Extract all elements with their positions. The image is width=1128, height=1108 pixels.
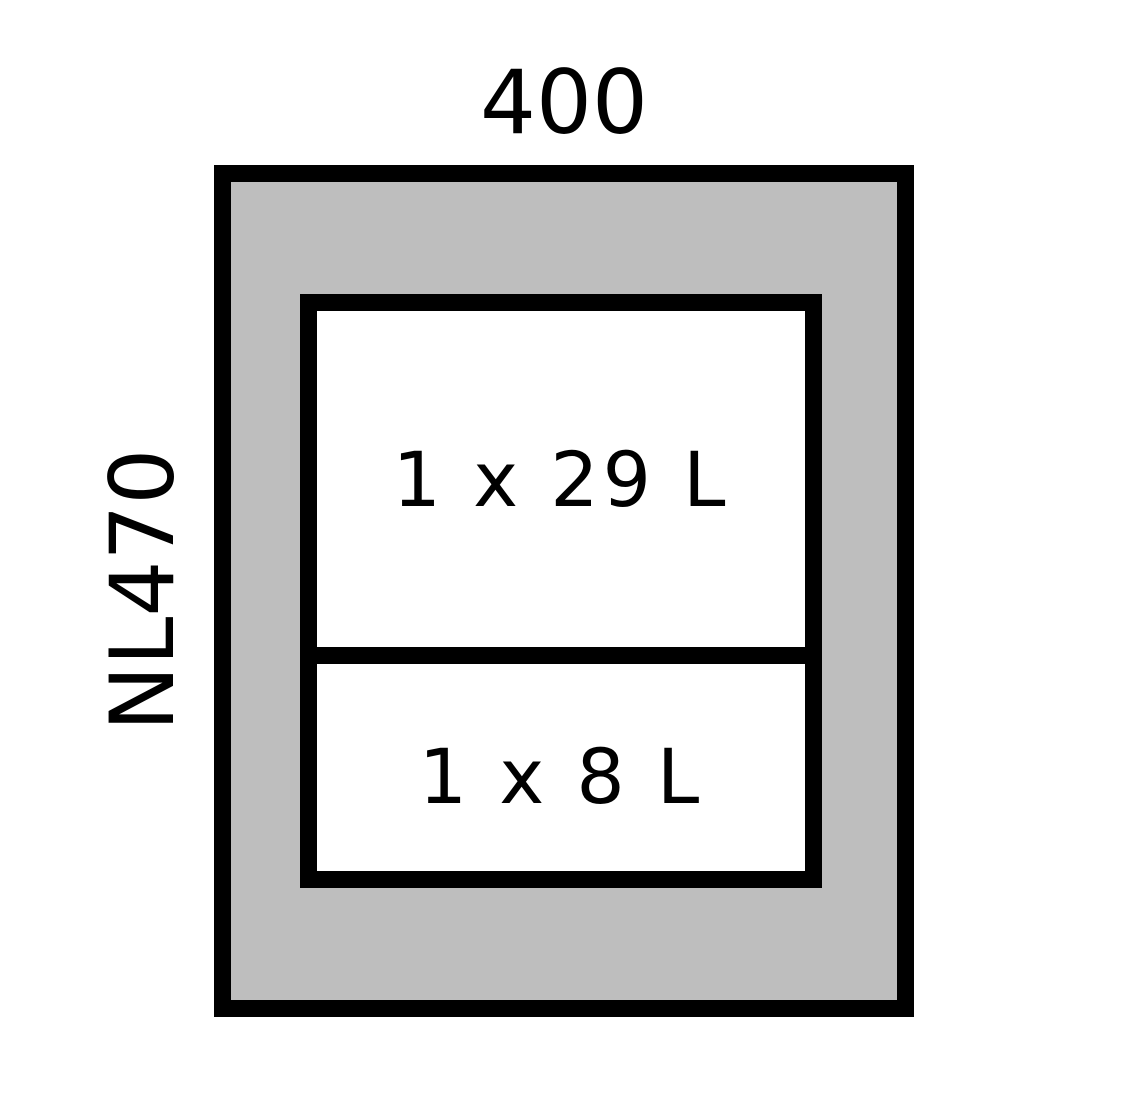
lower-compartment-label: 1 x 8 L	[418, 732, 704, 821]
height-dimension-label: NL470	[91, 448, 194, 732]
inner-frame: 1 x 29 L 1 x 8 L	[300, 294, 822, 888]
compartment-divider	[317, 647, 805, 664]
upper-compartment-label: 1 x 29 L	[392, 435, 730, 524]
width-dimension-label: 400	[480, 51, 648, 154]
